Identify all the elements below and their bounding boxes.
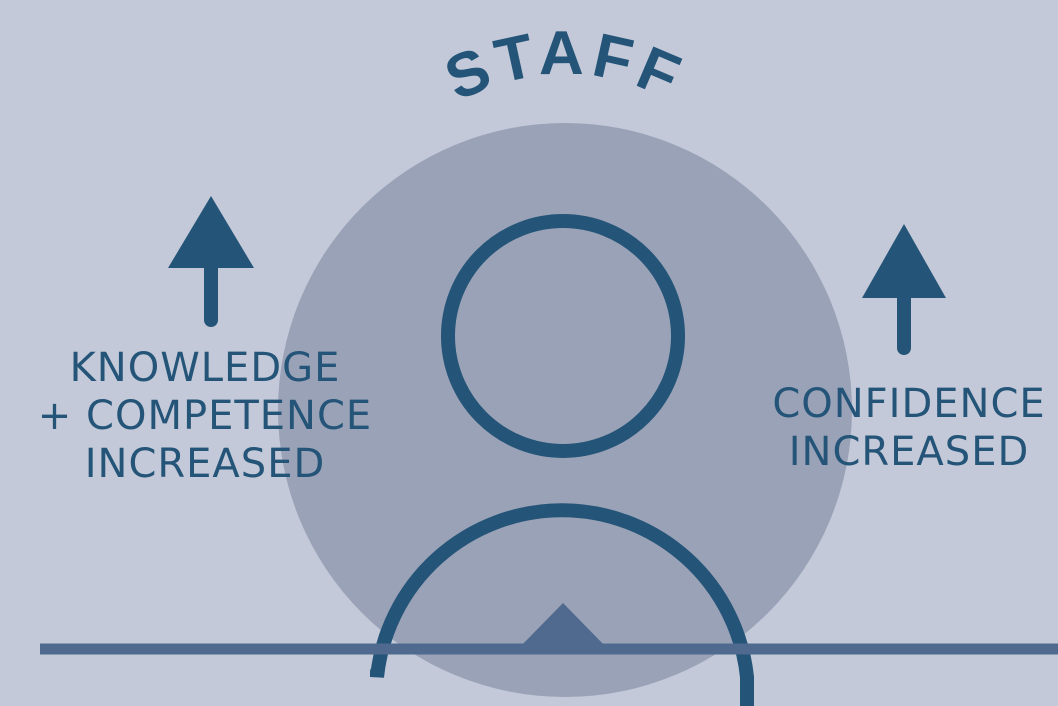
background-circle (278, 123, 852, 697)
title: STAFF (436, 19, 695, 114)
desk (40, 603, 1058, 655)
knowledge-competence-label: KNOWLEDGE + COMPETENCE INCREASED (20, 344, 390, 488)
desk-lamp (518, 603, 608, 649)
label-line: INCREASED (788, 429, 1030, 475)
arrow-up-icon (862, 224, 946, 355)
confidence-label: CONFIDENCE INCREASED (744, 380, 1058, 476)
title-text: STAFF (436, 19, 689, 114)
arrow-up-icon (168, 196, 254, 327)
person-head (441, 214, 685, 458)
person-icon (370, 214, 754, 706)
label-line: + COMPETENCE (37, 393, 373, 439)
label-line: KNOWLEDGE (69, 345, 341, 391)
person-body (370, 503, 754, 706)
label-line: CONFIDENCE (772, 381, 1046, 427)
label-line: INCREASED (84, 441, 326, 487)
